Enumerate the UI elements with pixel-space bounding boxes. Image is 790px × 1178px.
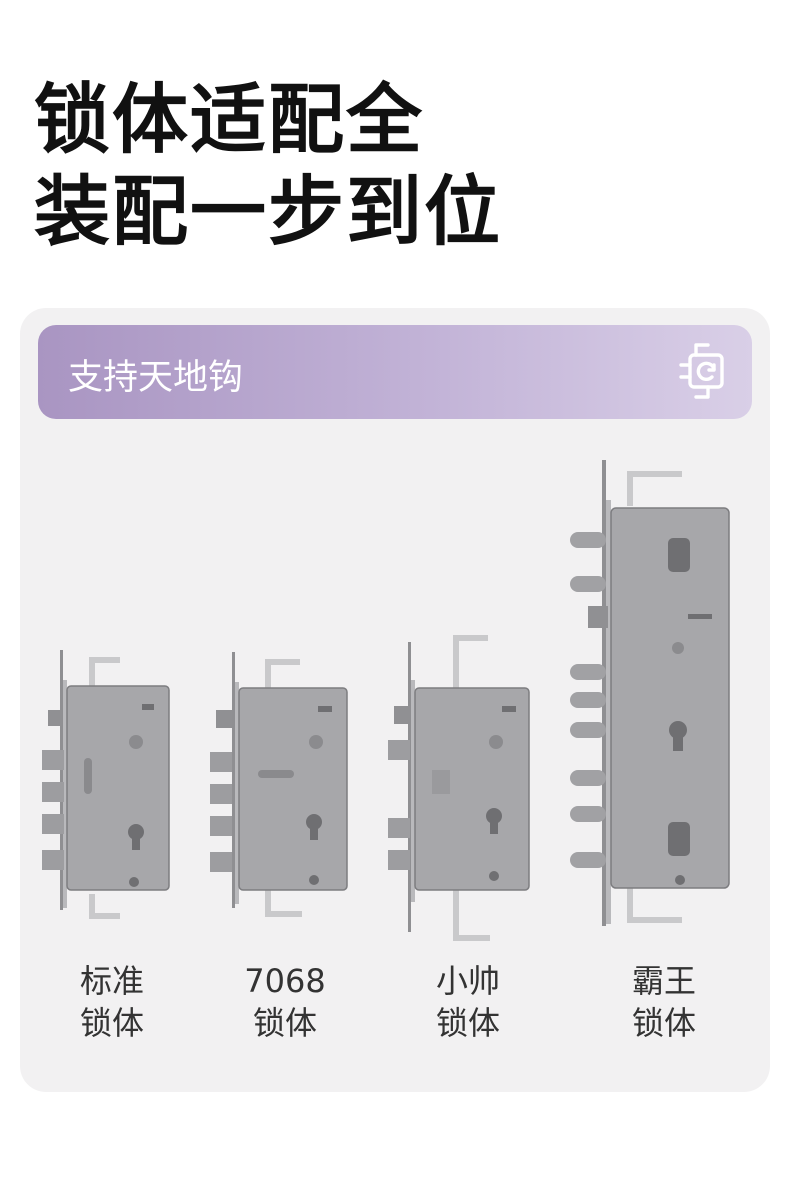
lock-caption-bawang: 霸王 锁体	[594, 960, 734, 1044]
hook-lock-icon	[679, 343, 724, 399]
lock-caption-standard-line2: 锁体	[79, 1004, 144, 1042]
lock-caption-7068-line2: 锁体	[252, 1004, 317, 1042]
lock-caption-standard: 标准 锁体	[42, 960, 182, 1044]
lock-body-xiaoshuai-image	[386, 630, 536, 950]
lock-caption-7068-line1: 7068	[244, 962, 326, 1000]
feature-banner-label: 支持天地钩	[68, 358, 244, 398]
lock-caption-xiaoshuai: 小帅 锁体	[398, 960, 538, 1044]
headline-line-2: 装配一步到位	[34, 167, 502, 256]
lock-body-7068-image	[208, 652, 358, 926]
lock-caption-bawang-line2: 锁体	[631, 1004, 696, 1042]
lock-caption-xiaoshuai-line2: 锁体	[435, 1004, 500, 1042]
lock-body-standard-image	[38, 650, 178, 932]
lock-caption-bawang-line1: 霸王	[631, 962, 696, 1000]
lock-caption-7068: 7068 锁体	[215, 960, 355, 1044]
feature-banner: 支持天地钩	[38, 325, 752, 419]
lock-body-bawang-image	[568, 460, 738, 932]
lock-caption-xiaoshuai-line1: 小帅	[435, 962, 500, 1000]
headline-line-1: 锁体适配全	[34, 75, 424, 164]
lock-caption-standard-line1: 标准	[79, 962, 144, 1000]
headline: 锁体适配全 装配一步到位	[34, 74, 502, 258]
